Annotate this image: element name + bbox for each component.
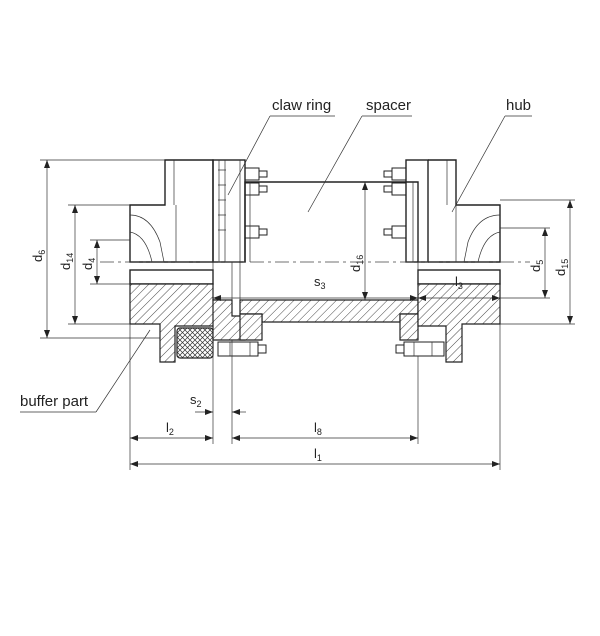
lower-section-view [129, 262, 501, 363]
label-hub: hub [506, 97, 531, 114]
label-claw-ring: claw ring [272, 97, 331, 114]
dim-l1: l1 [314, 446, 322, 463]
dim-d4: d4 [80, 258, 97, 270]
upper-exterior-view [129, 159, 501, 263]
dim-d16: d16 [348, 255, 365, 272]
buffer-element [176, 327, 214, 359]
leader-lines [20, 115, 532, 413]
label-buffer-part: buffer part [20, 393, 89, 410]
dim-d15: d15 [553, 259, 570, 276]
bolt-left-upper-1 [244, 167, 268, 239]
dim-d5: d5 [528, 260, 545, 272]
dim-d14: d14 [58, 253, 75, 270]
dimension-lines [40, 159, 575, 470]
dim-l3: l3 [455, 274, 463, 291]
label-spacer: spacer [366, 97, 411, 114]
dim-s3: s3 [314, 274, 326, 291]
dim-l2: l2 [166, 420, 174, 437]
bolt-right-upper [383, 167, 407, 239]
bolt-right-lower [395, 341, 445, 357]
dim-s2: s2 [190, 392, 202, 409]
dim-d6: d6 [30, 250, 47, 262]
dim-l8: l8 [314, 420, 322, 437]
bolt-left-lower [217, 341, 267, 357]
